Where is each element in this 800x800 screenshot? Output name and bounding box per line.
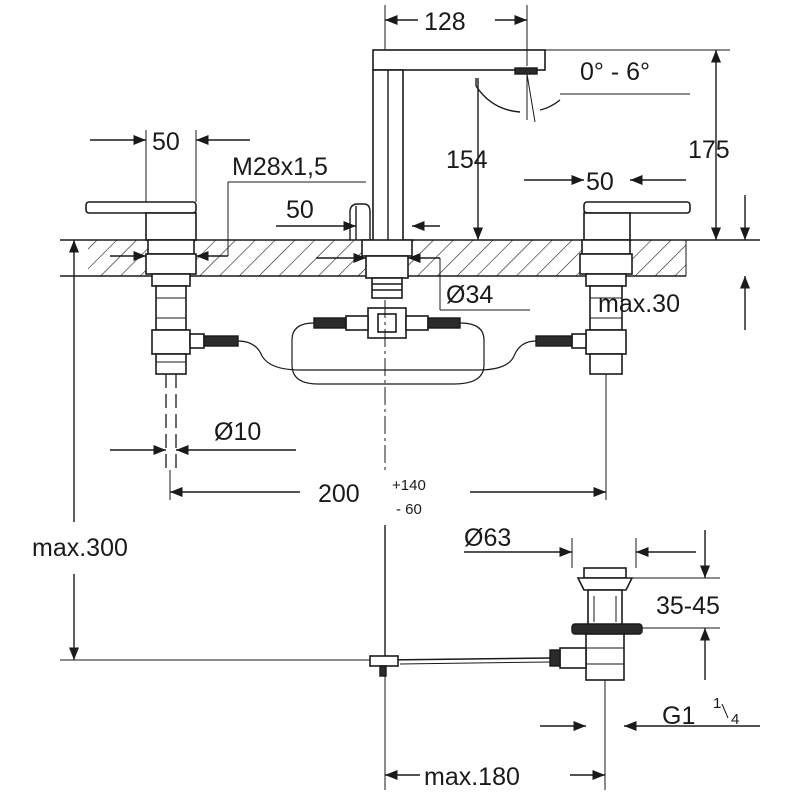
label-total-depth: max.300	[32, 534, 128, 562]
label-thread: M28x1,5	[232, 153, 328, 181]
popup-drain	[549, 567, 643, 681]
label-spout-reach: 128	[424, 8, 466, 36]
label-center-spacing-minus: - 60	[396, 501, 422, 518]
drain-linkage	[369, 655, 551, 677]
label-drain-thread-denominator: 4	[731, 711, 739, 728]
label-lift-rod-offset: 50	[286, 196, 314, 224]
label-center-spacing: 200	[318, 480, 360, 508]
drain-thread-fraction-bar	[721, 703, 729, 719]
spout	[361, 49, 546, 299]
flex-hoses	[237, 322, 537, 385]
label-overall-height: 175	[688, 136, 730, 164]
label-drain-thread: G1	[662, 702, 695, 730]
label-spout-tilt: 0° - 6°	[580, 58, 650, 86]
label-center-spacing-plus: +140	[392, 477, 426, 494]
label-deck-thickness: max.30	[598, 290, 680, 318]
left-handle	[85, 201, 239, 375]
label-supply-diameter: Ø10	[214, 418, 261, 446]
label-left-handle-width: 50	[152, 128, 180, 156]
label-drain-reach: max.180	[424, 763, 520, 791]
supply-line	[165, 374, 177, 470]
label-drain-height: 35-45	[656, 592, 720, 620]
mixing-tee	[313, 307, 461, 339]
label-spout-height: 154	[446, 146, 488, 174]
label-drain-thread-numerator: 1	[713, 695, 721, 712]
right-handle	[535, 201, 691, 375]
label-right-handle-width: 50	[586, 168, 614, 196]
label-drain-diameter: Ø63	[464, 524, 511, 552]
lift-rod	[349, 203, 371, 240]
dimension-lines	[60, 5, 760, 790]
label-spout-hole-diameter: Ø34	[446, 281, 493, 309]
